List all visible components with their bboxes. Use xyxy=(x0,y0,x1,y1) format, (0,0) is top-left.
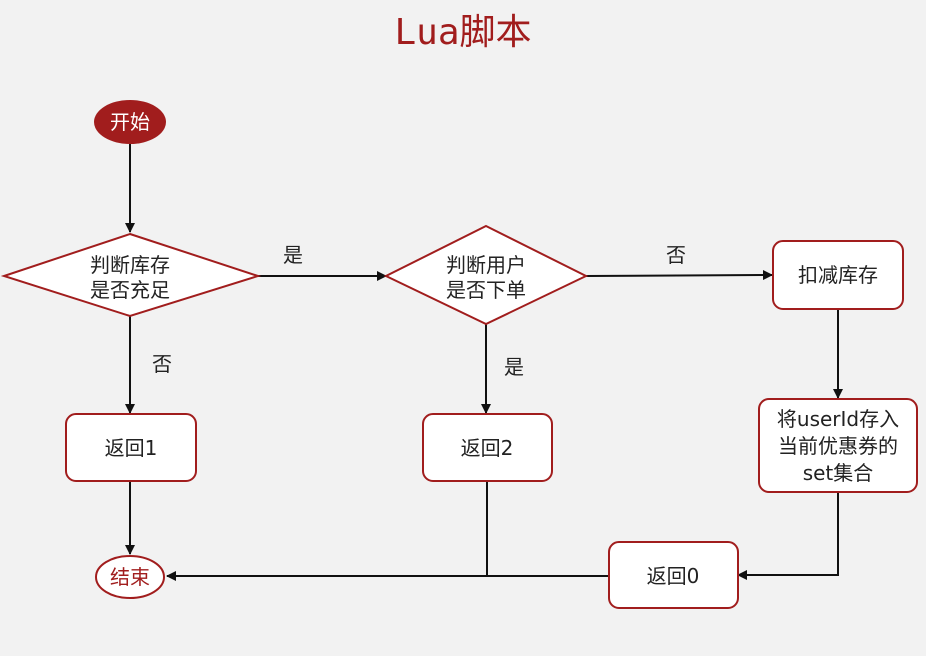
edge-label-user-yes: 是 xyxy=(504,355,524,379)
decision-stock[interactable]: 判断库存 是否充足 xyxy=(0,232,262,318)
end-label: 结束 xyxy=(110,565,150,589)
process-ret0-label: 返回0 xyxy=(647,564,700,588)
decision-user-line1: 判断用户 xyxy=(446,253,526,277)
process-ret2-box xyxy=(422,413,553,482)
edge-label-stock-no: 否 xyxy=(152,352,172,376)
process-ret2[interactable]: 返回2 xyxy=(422,413,553,482)
process-save[interactable]: 将userId存入 当前优惠券的 set集合 xyxy=(758,398,918,493)
process-deduct-box xyxy=(772,240,904,310)
page-title: Lua脚本 xyxy=(394,12,531,53)
process-save-box xyxy=(758,398,918,493)
decision-user-line2: 是否下单 xyxy=(446,278,526,302)
process-ret0[interactable]: 返回0 xyxy=(608,541,739,609)
start-node[interactable]: 开始 xyxy=(94,100,166,144)
edge-label-user-no: 否 xyxy=(666,243,686,267)
start-ellipse xyxy=(94,100,166,144)
process-deduct[interactable]: 扣减库存 xyxy=(772,240,904,310)
process-save-line3: set集合 xyxy=(803,461,874,485)
process-ret1-box xyxy=(65,413,197,482)
decision-user[interactable]: 判断用户 是否下单 xyxy=(383,224,589,326)
edge-save-to-ret0 xyxy=(737,492,839,580)
end-node[interactable]: 结束 xyxy=(95,555,165,599)
decision-stock-line1: 判断库存 xyxy=(90,253,170,277)
process-save-line1: 将userId存入 xyxy=(777,407,899,431)
edge-label-stock-yes: 是 xyxy=(283,243,303,267)
decision-stock-line2: 是否充足 xyxy=(90,278,170,302)
process-ret0-box xyxy=(608,541,739,609)
decision-stock-diamond xyxy=(0,232,262,318)
edge-user-to-deduct xyxy=(585,270,773,281)
process-ret2-label: 返回2 xyxy=(461,436,514,460)
process-deduct-label: 扣减库存 xyxy=(798,263,878,287)
start-label: 开始 xyxy=(110,110,150,134)
end-ellipse xyxy=(95,555,165,599)
process-save-line2: 当前优惠券的 xyxy=(778,434,898,458)
process-ret1-label: 返回1 xyxy=(105,436,158,460)
decision-user-diamond xyxy=(383,224,589,326)
process-ret1[interactable]: 返回1 xyxy=(65,413,197,482)
edges xyxy=(125,144,843,581)
